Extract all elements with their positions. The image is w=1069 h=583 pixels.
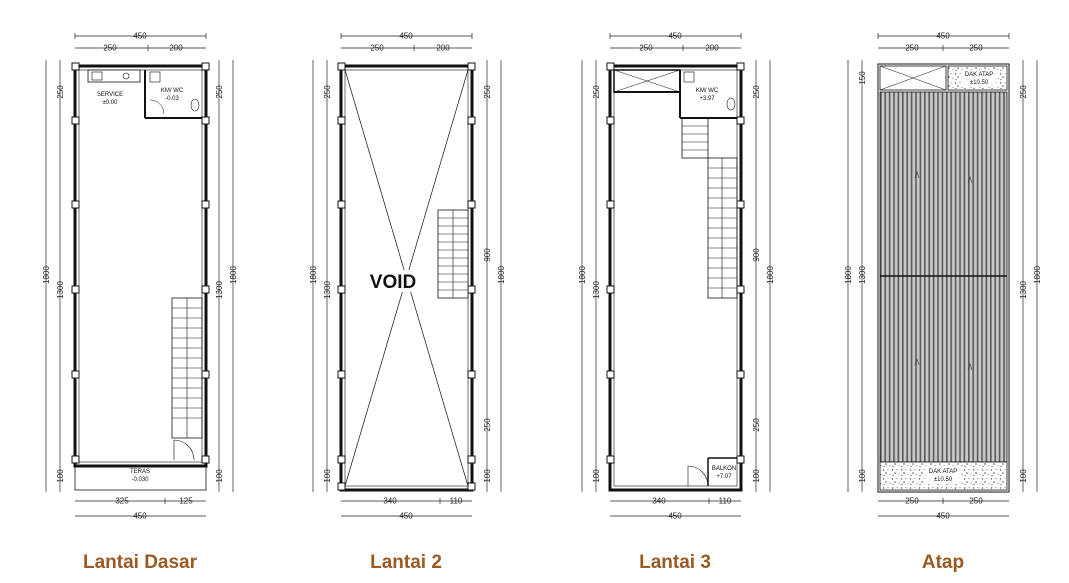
room-service-name: SERVICE bbox=[97, 92, 123, 98]
room-dak-atap-top-level: ±10.50 bbox=[970, 80, 989, 86]
dim-bottom-total: 450 bbox=[668, 512, 682, 521]
room-dak-atap-bottom-level: ±10.50 bbox=[934, 477, 953, 483]
dim-right-top: 250 bbox=[483, 85, 492, 99]
dim-right-mid: 250 bbox=[483, 418, 492, 432]
dim-left-total: 1800 bbox=[844, 266, 853, 284]
room-service-level: ±0.00 bbox=[103, 100, 119, 106]
room-balkon-name: BALKON bbox=[712, 466, 736, 472]
dim-left-inner: 1300 bbox=[858, 266, 867, 284]
room-wc-name: KM/ WC bbox=[161, 88, 184, 94]
plan-lantai-3: 450 250 200 KM/ WC +3.97 bbox=[578, 32, 775, 574]
dim-right-total: 1800 bbox=[229, 266, 238, 284]
dim-right-bottom: 100 bbox=[483, 469, 492, 483]
room-teras-name: TERAS bbox=[130, 469, 150, 475]
room-balkon-level: +7.07 bbox=[716, 474, 732, 480]
dim-bottom-total: 450 bbox=[936, 512, 950, 521]
dim-bottom-total: 450 bbox=[133, 512, 147, 521]
dim-left-total: 1800 bbox=[42, 266, 51, 284]
room-dak-atap-bottom-name: DAK ATAP bbox=[929, 469, 957, 475]
dim-left-bottom: 100 bbox=[592, 469, 601, 483]
dim-top-split-b: 250 bbox=[969, 44, 983, 53]
dim-bottom-split-a: 340 bbox=[652, 497, 666, 506]
dim-bottom-split-a: 340 bbox=[383, 497, 397, 506]
dim-top-total: 450 bbox=[936, 32, 950, 41]
dim-bottom-total: 450 bbox=[399, 512, 413, 521]
dim-left-inner: 1300 bbox=[56, 281, 65, 299]
dim-top-split-b: 200 bbox=[169, 44, 183, 53]
dim-left-top: 250 bbox=[323, 85, 332, 99]
dim-left-bottom: 100 bbox=[56, 469, 65, 483]
dim-left-top: 250 bbox=[56, 85, 65, 99]
dim-left-inner: 1300 bbox=[592, 281, 601, 299]
room-teras-level: -0.030 bbox=[131, 477, 149, 483]
dim-top-split-b: 200 bbox=[436, 44, 450, 53]
dim-right-total: 1800 bbox=[497, 266, 506, 284]
dim-right-inner: 900 bbox=[752, 248, 761, 262]
dim-left-inner: 1300 bbox=[323, 281, 332, 299]
dim-top-total: 450 bbox=[399, 32, 413, 41]
plan-title-lantai-dasar: Lantai Dasar bbox=[83, 552, 198, 573]
dim-right-total: 1800 bbox=[766, 266, 775, 284]
dim-right-mid: 250 bbox=[752, 418, 761, 432]
room-wc-name: KM/ WC bbox=[696, 88, 719, 94]
plan-title-lantai-2: Lantai 2 bbox=[370, 552, 442, 573]
dim-top-split-a: 250 bbox=[370, 44, 384, 53]
dim-right-bottom: 100 bbox=[1019, 469, 1028, 483]
dim-top-split-a: 250 bbox=[905, 44, 919, 53]
dim-top-split-a: 250 bbox=[103, 44, 117, 53]
dim-bottom-split-a: 250 bbox=[905, 497, 919, 506]
dim-right-top: 250 bbox=[752, 85, 761, 99]
void-label: VOID bbox=[370, 272, 416, 293]
dim-top-total: 450 bbox=[133, 32, 147, 41]
dim-left-total: 1800 bbox=[578, 266, 587, 284]
dim-left-top: 150 bbox=[858, 71, 867, 85]
dim-right-total: 1800 bbox=[1033, 266, 1042, 284]
dim-right-inner: 1300 bbox=[215, 281, 224, 299]
dim-left-bottom: 100 bbox=[858, 469, 867, 483]
dim-bottom-split-b: 110 bbox=[450, 497, 463, 506]
dim-right-bottom: 100 bbox=[752, 469, 761, 483]
dim-right-bottom: 100 bbox=[215, 469, 224, 483]
dim-right-top: 250 bbox=[1019, 85, 1028, 99]
room-wc-level: -0.03 bbox=[165, 96, 179, 102]
dim-bottom-split-a: 325 bbox=[115, 497, 129, 506]
dim-top-split-a: 250 bbox=[639, 44, 653, 53]
dim-right-top: 250 bbox=[215, 85, 224, 99]
room-dak-atap-top-name: DAK ATAP bbox=[965, 72, 993, 78]
dim-bottom-split-b: 250 bbox=[969, 497, 983, 506]
dim-top-split-b: 200 bbox=[705, 44, 719, 53]
plan-atap: 450 250 250 DAK ATAP ±10.50 DAK ATAP ±10… bbox=[844, 32, 1042, 574]
dim-bottom-split-b: 125 bbox=[179, 497, 193, 506]
plan-lantai-2: 450 250 200 VOID 3 bbox=[309, 32, 506, 574]
dim-top-total: 450 bbox=[668, 32, 682, 41]
dim-left-total: 1800 bbox=[309, 266, 318, 284]
plan-title-lantai-3: Lantai 3 bbox=[639, 552, 711, 573]
plan-lantai-dasar: 450 250 200 SERVICE ±0.00 KM/ WC -0.03 bbox=[42, 32, 238, 574]
dim-right-inner: 1300 bbox=[1019, 281, 1028, 299]
dim-left-bottom: 100 bbox=[323, 469, 332, 483]
dim-bottom-split-b: 110 bbox=[719, 497, 732, 506]
room-wc-level: +3.97 bbox=[699, 96, 715, 102]
plan-title-atap: Atap bbox=[922, 552, 964, 573]
dim-left-top: 250 bbox=[592, 85, 601, 99]
dim-right-inner: 900 bbox=[483, 248, 492, 262]
